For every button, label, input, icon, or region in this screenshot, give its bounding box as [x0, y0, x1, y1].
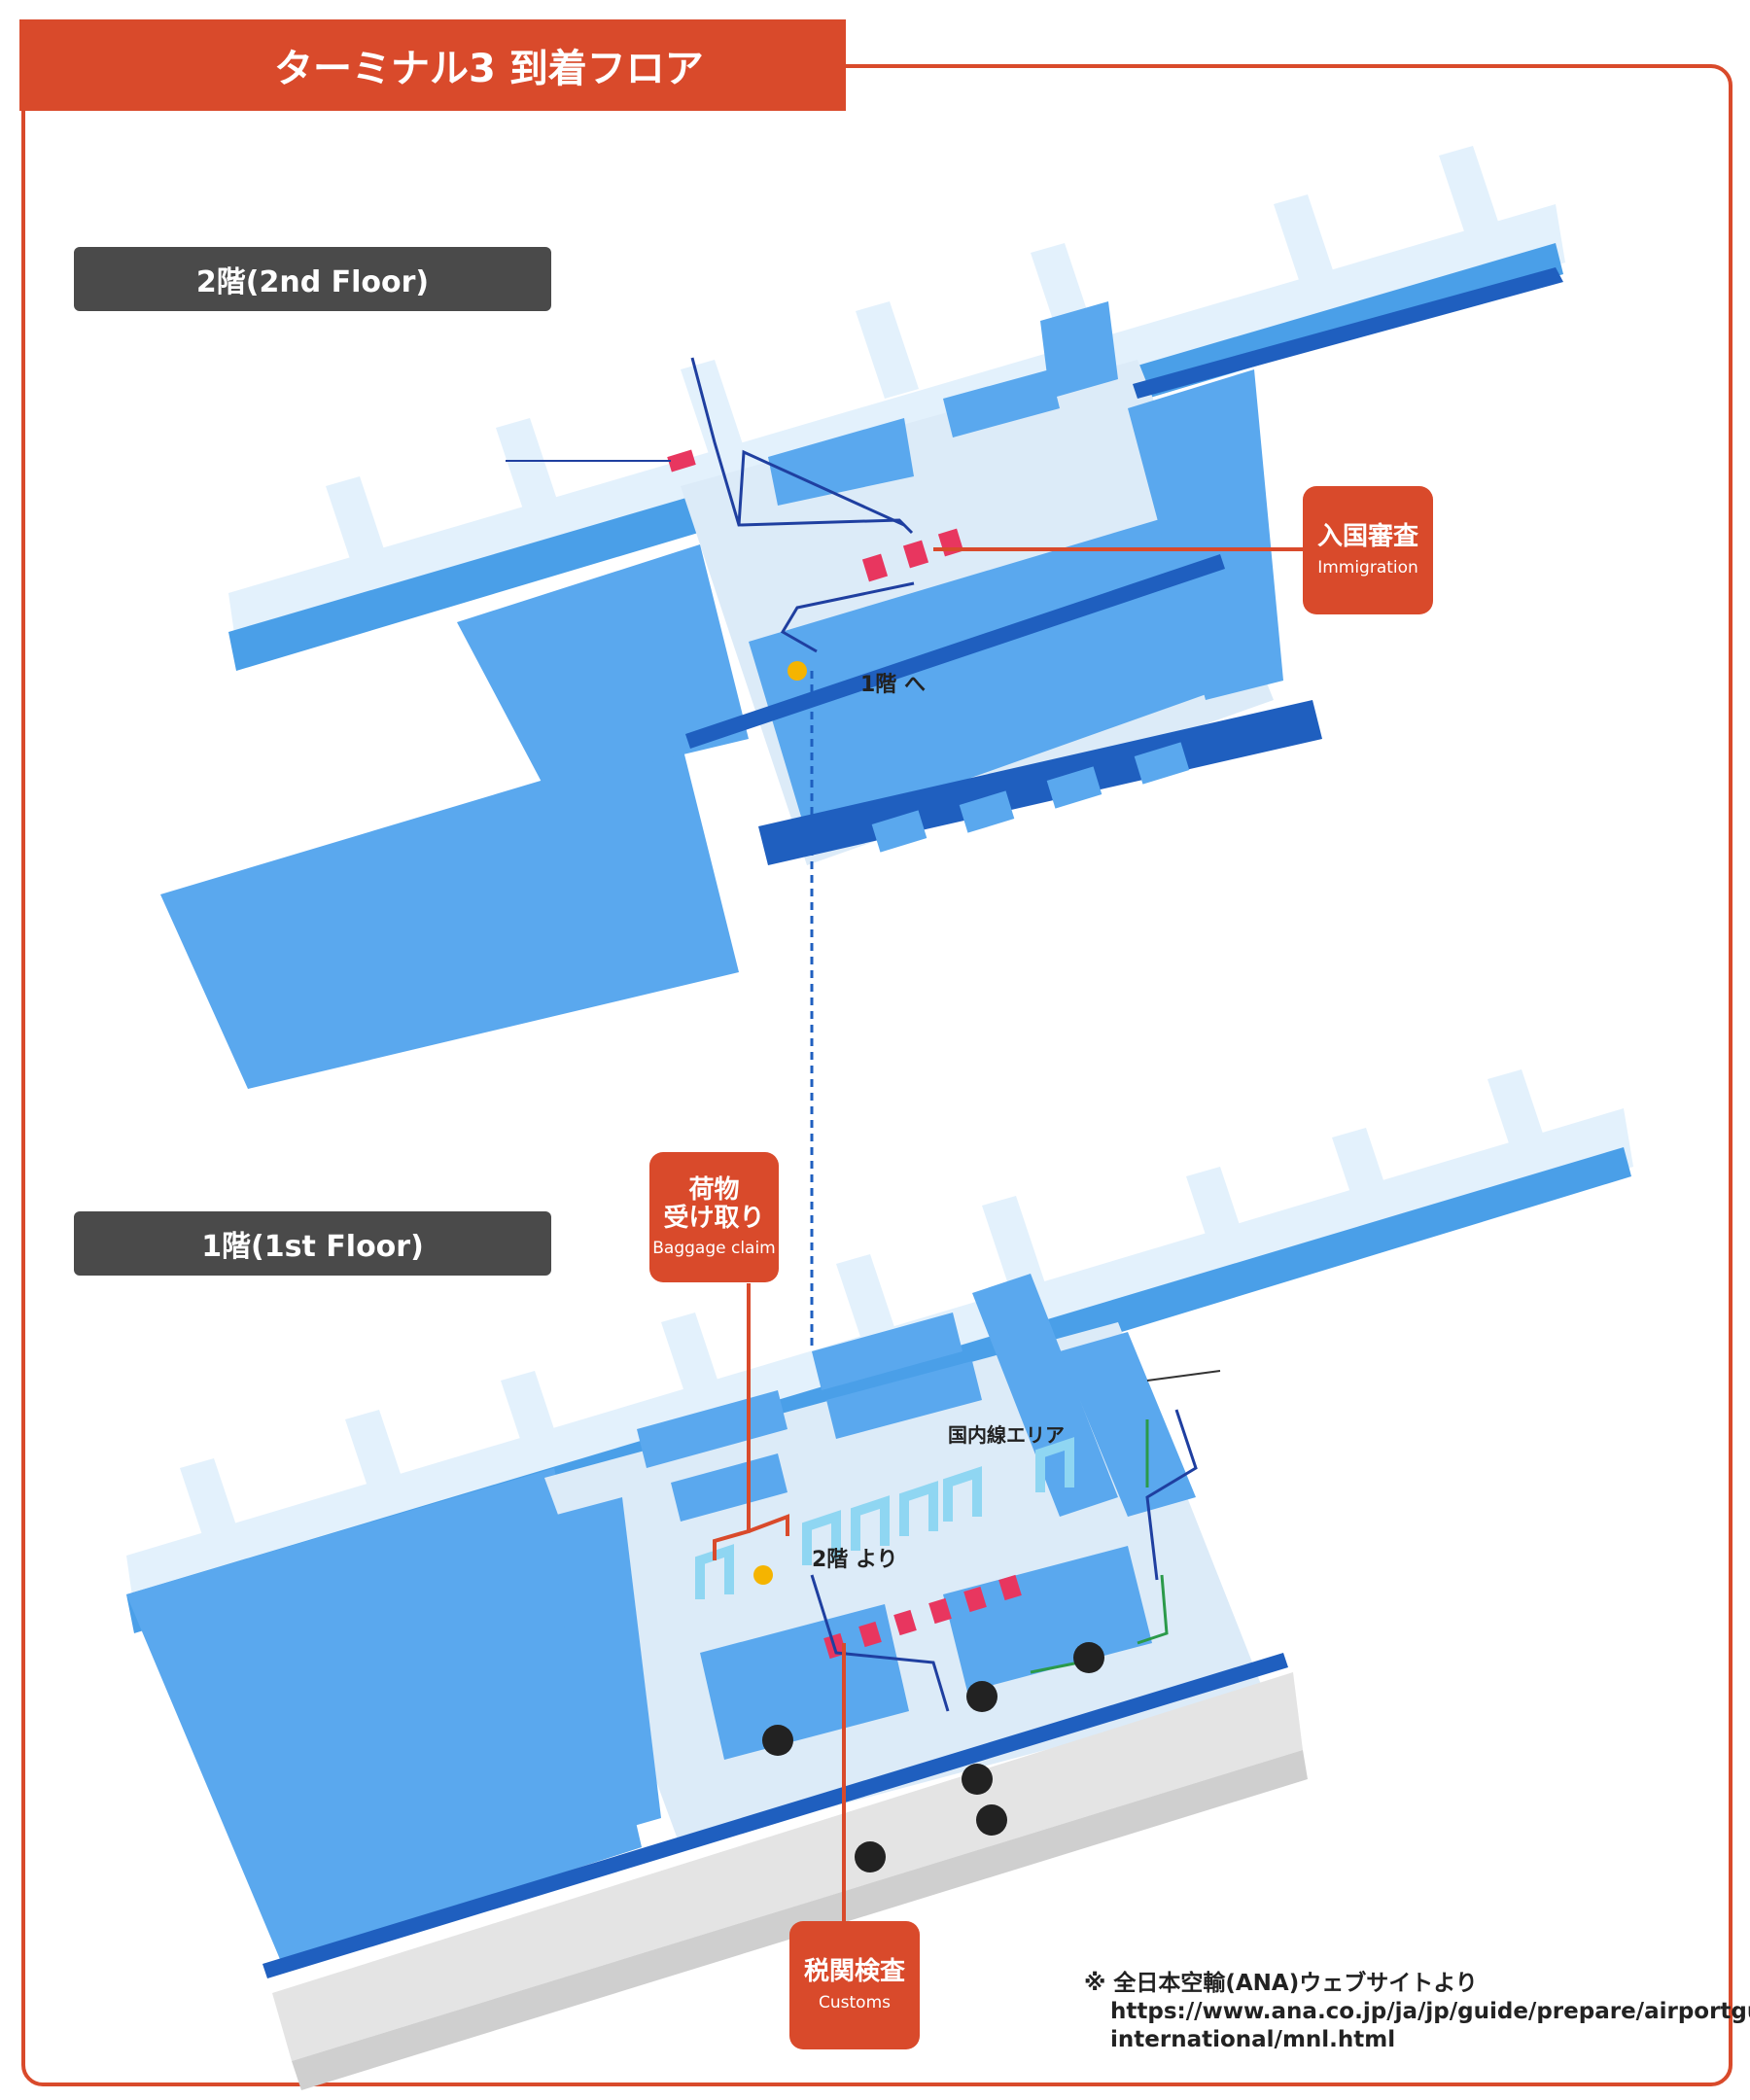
callout-baggage-jp1: 荷物 [688, 1174, 740, 1205]
callout-baggage-en: Baggage claim [652, 1239, 776, 1259]
callout-customs: 税関検査 Customs [789, 1921, 920, 2049]
callout-immigration: 入国審査 Immigration [1303, 486, 1433, 614]
source-note-text: ※ 全日本空輸(ANA)ウェブサイトより [1084, 1971, 1478, 1996]
floor-label-2f: 2階(2nd Floor) [74, 247, 551, 311]
floor-1-plan [126, 1069, 1633, 2090]
callout-customs-jp: 税関検査 [803, 1957, 905, 1987]
page-title: ターミナル3 到着フロア [19, 19, 846, 111]
callout-immigration-jp: 入国審査 [1316, 522, 1418, 552]
label-to-first-floor: 1階 へ [860, 673, 926, 697]
callout-baggage: 荷物 受け取り Baggage claim [649, 1152, 779, 1282]
label-from-second-floor: 2階 より [812, 1548, 898, 1572]
label-domestic-area: 国内線エリア [948, 1423, 1065, 1447]
callout-immigration-en: Immigration [1317, 557, 1418, 578]
source-url-line2[interactable]: international/mnl.html [1110, 2026, 1396, 2052]
callout-customs-en: Customs [819, 1992, 891, 2012]
map-frame [21, 64, 1732, 2086]
source-url-line1[interactable]: https://www.ana.co.jp/ja/jp/guide/prepar… [1110, 1998, 1750, 2024]
source-note: ※ 全日本空輸(ANA)ウェブサイトより https://www.ana.co.… [1084, 1970, 1750, 2053]
floor-2-plan [160, 146, 1565, 1089]
callout-baggage-jp2: 受け取り [663, 1204, 765, 1233]
floor-label-1f: 1階(1st Floor) [74, 1211, 551, 1276]
